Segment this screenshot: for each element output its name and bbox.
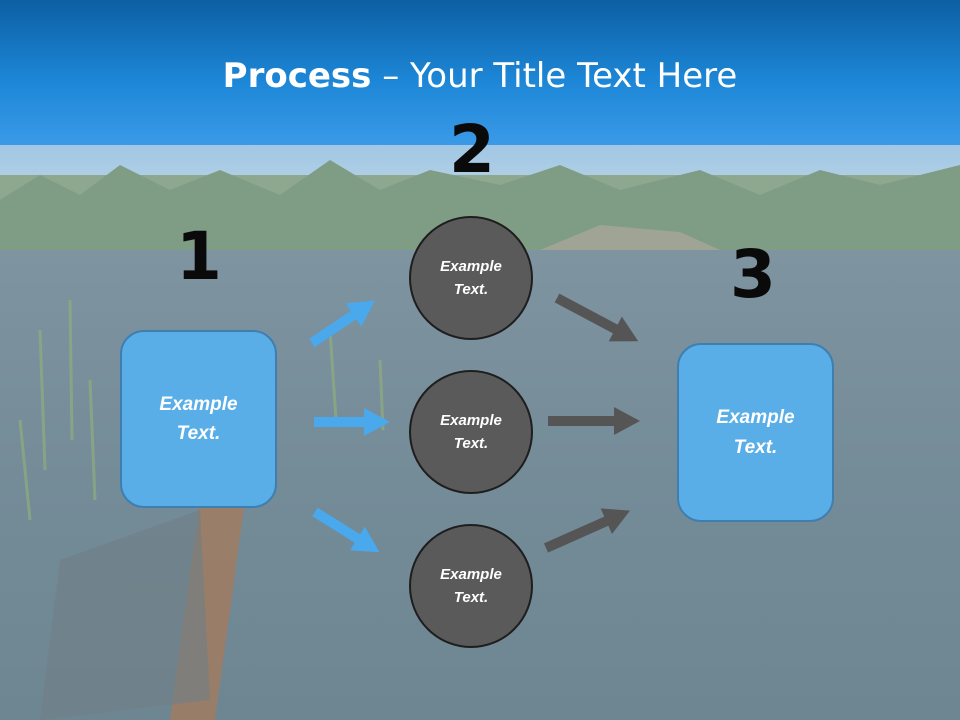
circle-middle-text: Example Text. bbox=[440, 411, 502, 452]
step-number-3: 3 bbox=[730, 236, 776, 313]
right-text-box: Example Text. bbox=[677, 343, 834, 522]
gray-arrow-down bbox=[554, 293, 639, 342]
blue-arrow-up bbox=[309, 300, 376, 348]
title-dash: – bbox=[371, 56, 411, 96]
title-rest: Your Title Text Here bbox=[410, 56, 738, 96]
step-number-1: 1 bbox=[176, 218, 222, 295]
circle-top: Example Text. bbox=[409, 216, 533, 340]
gray-arrow-right bbox=[548, 407, 640, 435]
circle-bottom-text: Example Text. bbox=[440, 565, 502, 606]
header-bar bbox=[0, 0, 960, 145]
circle-middle: Example Text. bbox=[409, 370, 533, 494]
step-number-2: 2 bbox=[449, 111, 495, 188]
left-box-text: Example Text. bbox=[159, 393, 238, 444]
blue-arrow-right bbox=[314, 408, 390, 436]
right-box-text: Example Text. bbox=[716, 407, 795, 458]
blue-arrow-down bbox=[312, 507, 380, 553]
circle-top-text: Example Text. bbox=[440, 257, 502, 298]
circle-bottom: Example Text. bbox=[409, 524, 533, 648]
gray-arrow-up bbox=[543, 508, 631, 553]
left-text-box: Example Text. bbox=[120, 330, 277, 508]
page-title: Process – Your Title Text Here bbox=[0, 56, 960, 96]
title-bold: Process bbox=[222, 56, 372, 96]
